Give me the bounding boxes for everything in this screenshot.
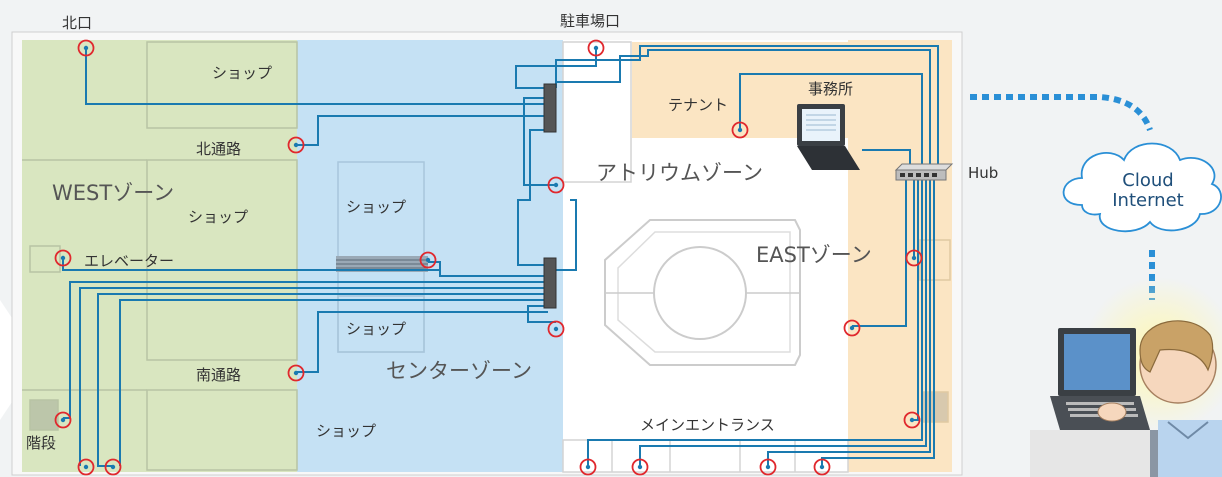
network-camera-icon: [54, 249, 72, 267]
network-camera-icon: [77, 458, 95, 476]
escalator: [336, 256, 428, 272]
tenant-office-area: [632, 42, 948, 138]
shop-label: ショップ: [212, 64, 272, 82]
east-zone-label: EASTゾーン: [756, 243, 872, 267]
network-camera-icon: [905, 249, 923, 267]
network-camera-icon: [813, 458, 831, 476]
network-camera-icon: [77, 39, 95, 57]
network-camera-icon: [903, 411, 921, 429]
network-camera-icon: [731, 121, 749, 139]
west-zone-label: WESTゾーン: [52, 181, 174, 205]
cloud-link-top: [970, 94, 1153, 132]
shop-label: ショップ: [346, 320, 406, 338]
atrium-zone-label: アトリウムゾーン: [596, 161, 763, 185]
network-camera-icon: [759, 458, 777, 476]
network-camera-icon: [843, 319, 861, 337]
center-zone-label: センターゾーン: [386, 359, 532, 383]
camera-markers: [54, 39, 923, 476]
shop-label: ショップ: [316, 422, 376, 440]
network-camera-icon: [631, 458, 649, 476]
office-label: 事務所: [808, 80, 853, 98]
network-switch-upper: [543, 83, 557, 133]
network-camera-icon: [54, 411, 72, 429]
shop-label: ショップ: [346, 198, 406, 216]
laptop-icon: [797, 104, 860, 170]
network-camera-icon: [547, 176, 565, 194]
hub-icon: [894, 163, 954, 181]
shop-label: ショップ: [188, 208, 248, 226]
north-passage-label: 北通路: [196, 140, 241, 158]
network-camera-icon: [104, 458, 122, 476]
network-camera-icon: [579, 458, 597, 476]
main-entrance-label: メインエントランス: [640, 416, 775, 434]
elevator-label: エレベーター: [84, 252, 174, 270]
network-camera-icon: [547, 320, 565, 338]
cloud-icon: [1062, 142, 1222, 233]
network-camera-icon: [287, 364, 305, 382]
hub-label: Hub: [968, 164, 998, 182]
operator-at-computer-icon: [1030, 277, 1222, 477]
network-camera-icon: [287, 136, 305, 154]
cloud-label-line1: Cloud: [1122, 170, 1173, 191]
tenant-label: テナント: [668, 96, 728, 114]
stairs-label: 階段: [26, 434, 56, 452]
west-rooms: [22, 41, 298, 471]
south-passage-label: 南通路: [196, 366, 241, 384]
network-switch-lower: [543, 257, 557, 309]
network-camera-icon: [587, 39, 605, 57]
west-zone-area: [22, 40, 297, 472]
north-gate-label: 北口: [62, 14, 92, 32]
parking-gate-label: 駐車場口: [560, 12, 620, 30]
cloud-label-line2: Internet: [1112, 190, 1183, 211]
network-camera-icon: [419, 251, 437, 269]
